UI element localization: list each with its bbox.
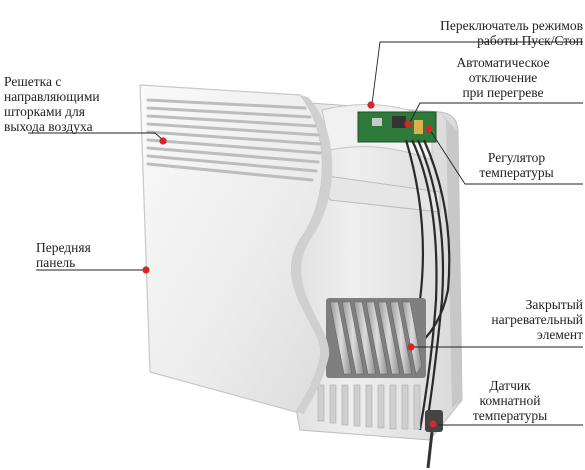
interior-cutaway xyxy=(317,104,451,469)
leader-cutoff xyxy=(409,102,583,123)
power-cord xyxy=(426,431,434,469)
front-panel-group xyxy=(139,84,333,414)
marker-cutoff xyxy=(404,120,412,128)
leader-lines xyxy=(28,41,583,426)
marker-switch xyxy=(367,101,375,109)
board-component-2 xyxy=(392,116,406,128)
label-overheat-cutoff: Автоматическое отключение при перегреве xyxy=(456,55,550,100)
cutaway-edge xyxy=(291,95,333,414)
label-temp-regulator: Регулятор температуры xyxy=(479,150,554,180)
side-edge xyxy=(440,112,462,408)
top-grille-louvers xyxy=(146,98,322,182)
marker-heater xyxy=(407,343,415,351)
leader-grille xyxy=(28,132,164,141)
label-grille: Решетка с направляющими шторками для вых… xyxy=(4,74,100,134)
marker-panel xyxy=(142,266,150,274)
board-component-3 xyxy=(414,120,423,134)
label-room-sensor: Датчик комнатной температуры xyxy=(472,378,548,423)
label-mode-switch: Переключатель режимов работы Пуск/Стоп xyxy=(440,18,583,48)
leader-switch xyxy=(371,41,583,105)
marker-regulator xyxy=(425,125,433,133)
cable-bundle xyxy=(391,139,451,431)
marker-sensor xyxy=(429,420,437,428)
marker-grille xyxy=(159,137,167,145)
label-front-panel: Передняя панель xyxy=(36,240,91,270)
bottom-intake-grille xyxy=(317,384,421,430)
board-component xyxy=(372,118,382,126)
markers xyxy=(142,101,437,428)
leader-regulator xyxy=(429,129,583,185)
heating-element-fins xyxy=(326,298,426,378)
label-heating-element: Закрытый нагревательный элемент xyxy=(491,297,583,342)
